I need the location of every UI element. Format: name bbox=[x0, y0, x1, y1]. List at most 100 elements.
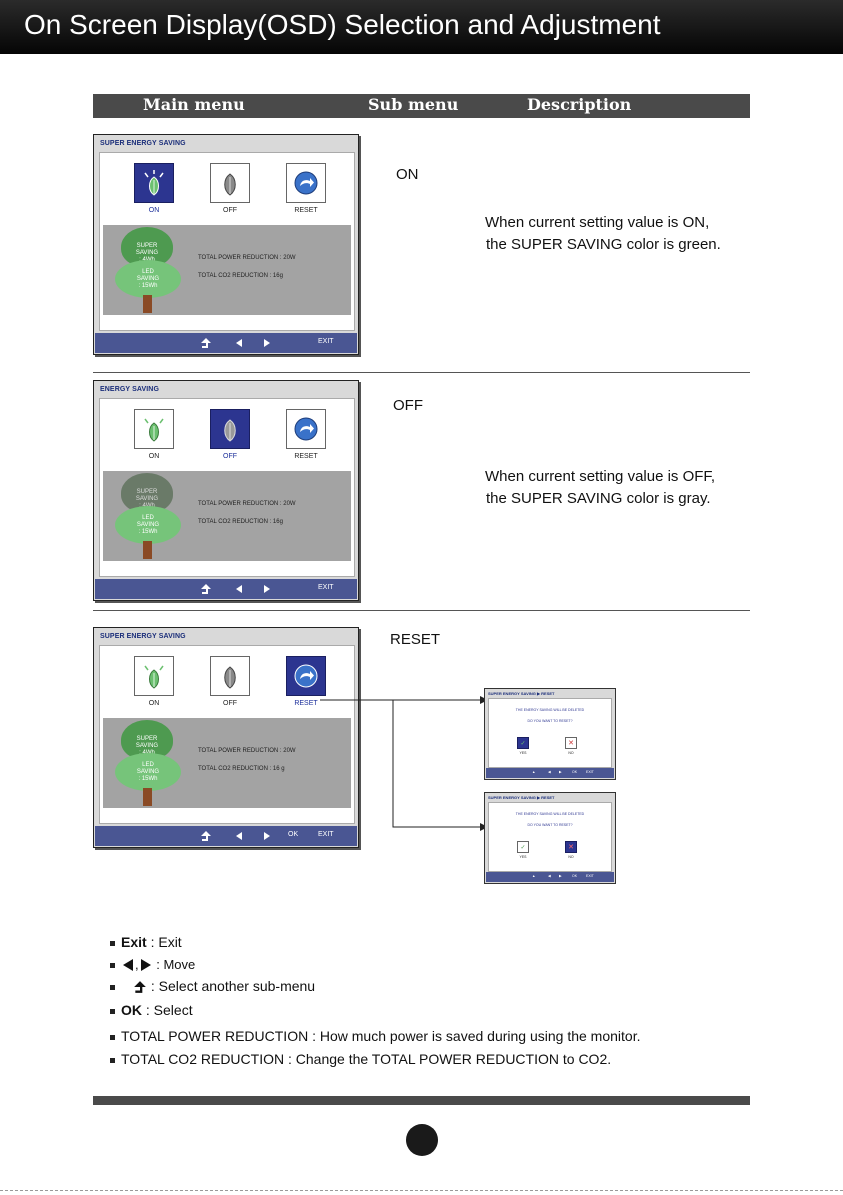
ok-button[interactable]: OK bbox=[572, 874, 578, 878]
leaf-icon bbox=[144, 170, 164, 196]
bullet bbox=[110, 1008, 115, 1014]
left-arrow-icon[interactable]: ◀ bbox=[548, 874, 551, 878]
exit-button[interactable]: EXIT bbox=[586, 770, 594, 774]
x-icon: ✕ bbox=[568, 844, 574, 851]
description-line: the SUPER SAVING color is green. bbox=[486, 236, 721, 253]
exit-button[interactable]: EXIT bbox=[586, 874, 594, 878]
exit-button[interactable]: EXIT bbox=[318, 831, 334, 838]
bullet bbox=[110, 962, 115, 968]
osd-footer: OK EXIT bbox=[95, 826, 357, 846]
legend-exit: Exit : Exit bbox=[110, 934, 182, 950]
on-label: ON bbox=[148, 700, 160, 707]
dialog-footer: ▲ ◀ ▶ OK EXIT bbox=[486, 872, 614, 882]
reset-label: RESET bbox=[294, 207, 318, 214]
dialog-message: THE ENERGY SAVING WILL BE DELETED bbox=[515, 812, 585, 816]
legend-total-co2: TOTAL CO2 REDUCTION : Change the TOTAL P… bbox=[110, 1051, 611, 1067]
main-menu-header: Main menu bbox=[143, 95, 245, 114]
total-power-reduction: TOTAL POWER REDUCTION : 20W bbox=[198, 255, 296, 261]
off-button[interactable] bbox=[210, 409, 250, 449]
reset-button[interactable] bbox=[286, 656, 326, 696]
right-arrow-icon[interactable] bbox=[263, 338, 271, 348]
left-arrow-icon bbox=[123, 959, 133, 972]
right-arrow-icon[interactable] bbox=[263, 584, 271, 594]
reset-arrow-icon bbox=[294, 417, 318, 441]
on-button[interactable] bbox=[134, 409, 174, 449]
sub-menu-header: Sub menu bbox=[368, 95, 459, 114]
total-power-reduction: TOTAL POWER REDUCTION : 20W bbox=[198, 501, 296, 507]
reset-button[interactable] bbox=[286, 409, 326, 449]
right-arrow-icon[interactable]: ▶ bbox=[559, 874, 562, 878]
off-label: OFF bbox=[223, 207, 237, 214]
dialog-title: SUPER ENERGY SAVING ▶ RESET bbox=[488, 795, 555, 800]
reset-label: RESET bbox=[294, 453, 318, 460]
no-label: NO bbox=[568, 751, 574, 755]
up-return-icon[interactable] bbox=[200, 830, 212, 842]
left-arrow-icon[interactable] bbox=[235, 584, 243, 594]
tree-trunk bbox=[143, 788, 152, 806]
osd-panel-energy-saving-off: ENERGY SAVING ON OFF RESET SU bbox=[93, 380, 359, 601]
off-button[interactable] bbox=[210, 656, 250, 696]
leaf-icon bbox=[224, 419, 236, 442]
off-label: OFF bbox=[223, 700, 237, 707]
tree-trunk bbox=[143, 295, 152, 313]
on-label: ON bbox=[148, 453, 160, 460]
up-return-icon[interactable]: ▲ bbox=[532, 770, 536, 774]
yes-label: YES bbox=[519, 855, 527, 859]
up-return-icon[interactable]: ▲ bbox=[532, 874, 536, 878]
dialog-title: SUPER ENERGY SAVING ▶ RESET bbox=[488, 691, 555, 696]
left-arrow-icon[interactable] bbox=[235, 338, 243, 348]
dialog-message: THE ENERGY SAVING WILL BE DELETED bbox=[515, 708, 585, 712]
x-icon: ✕ bbox=[568, 740, 574, 747]
tree-trunk bbox=[143, 541, 152, 559]
dialog-content: THE ENERGY SAVING WILL BE DELETED DO YOU… bbox=[488, 802, 612, 872]
check-icon: ✓ bbox=[520, 740, 526, 747]
left-arrow-icon[interactable]: ◀ bbox=[548, 770, 551, 774]
sub-menu-off: OFF bbox=[393, 397, 423, 414]
no-button[interactable]: ✕ bbox=[565, 737, 577, 749]
sub-menu-reset: RESET bbox=[390, 631, 441, 648]
right-arrow-icon[interactable]: ▶ bbox=[559, 770, 562, 774]
up-return-icon[interactable] bbox=[200, 337, 212, 349]
legend-text: : Move bbox=[152, 957, 196, 972]
total-power-reduction: TOTAL POWER REDUCTION : 20W bbox=[198, 748, 296, 754]
ok-button[interactable]: OK bbox=[572, 770, 578, 774]
sub-menu-on: ON bbox=[396, 166, 419, 183]
exit-button[interactable]: EXIT bbox=[318, 338, 334, 345]
legend-total-power: TOTAL POWER REDUCTION : How much power i… bbox=[110, 1028, 640, 1044]
page-title: On Screen Display(OSD) Selection and Adj… bbox=[24, 9, 661, 40]
on-button[interactable] bbox=[134, 656, 174, 696]
no-button[interactable]: ✕ bbox=[565, 841, 577, 853]
dialog-content: THE ENERGY SAVING WILL BE DELETED DO YOU… bbox=[488, 698, 612, 768]
on-button[interactable] bbox=[134, 163, 174, 203]
left-arrow-icon[interactable] bbox=[235, 831, 243, 841]
bullet bbox=[110, 940, 115, 946]
page-edge-line bbox=[0, 1190, 843, 1191]
total-co2-reduction: TOTAL CO2 REDUCTION : 16 g bbox=[198, 766, 285, 772]
ok-button[interactable]: OK bbox=[288, 831, 299, 838]
description-line: the SUPER SAVING color is gray. bbox=[486, 490, 711, 507]
section-divider bbox=[93, 372, 750, 373]
osd-title: ENERGY SAVING bbox=[100, 386, 159, 393]
yes-button[interactable]: ✓ bbox=[517, 737, 529, 749]
page-number-badge bbox=[406, 1124, 438, 1156]
right-arrow-icon[interactable] bbox=[263, 831, 271, 841]
reset-button[interactable] bbox=[286, 163, 326, 203]
osd-panel-super-energy-saving-on: SUPER ENERGY SAVING ON OFF RESET bbox=[93, 134, 359, 355]
yes-button[interactable]: ✓ bbox=[517, 841, 529, 853]
total-co2-reduction: TOTAL CO2 REDUCTION : 16g bbox=[198, 519, 283, 525]
off-button[interactable] bbox=[210, 163, 250, 203]
up-return-icon[interactable] bbox=[200, 583, 212, 595]
bullet bbox=[110, 1057, 115, 1063]
dialog-question: DO YOU WANT TO RESET? bbox=[527, 823, 573, 827]
legend-text: : Select bbox=[142, 1002, 193, 1018]
legend-text: TOTAL POWER REDUCTION : How much power i… bbox=[121, 1028, 641, 1044]
legend-select-submenu: : Select another sub-menu bbox=[110, 978, 315, 994]
exit-button[interactable]: EXIT bbox=[318, 584, 334, 591]
